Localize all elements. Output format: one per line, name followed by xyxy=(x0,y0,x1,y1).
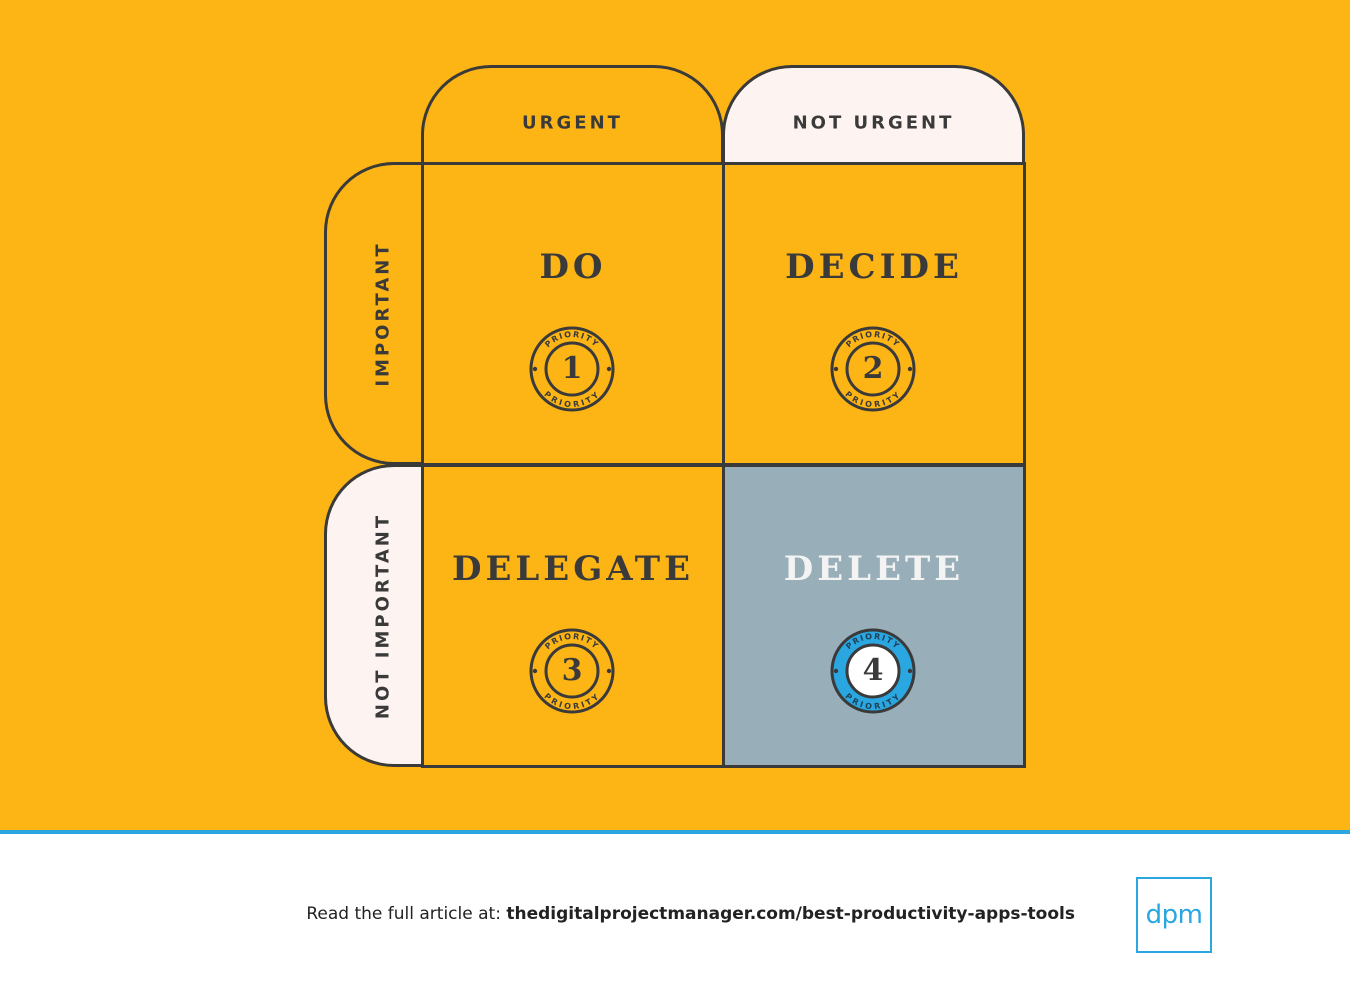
badge-inner-ring xyxy=(845,341,901,397)
badge-dot xyxy=(606,366,612,372)
badge-outer-ring xyxy=(529,628,615,714)
badge-number: 4 xyxy=(863,653,884,688)
badge-inner-ring xyxy=(544,341,600,397)
row-label: IMPORTANT xyxy=(372,240,394,387)
quadrant-title: DELETE xyxy=(783,549,965,589)
article-link[interactable]: thedigitalprojectmanager.com/best-produc… xyxy=(506,904,1075,924)
dpm-logo-text: dpm xyxy=(1145,900,1203,930)
badge-dot xyxy=(907,668,913,674)
badge-dot xyxy=(532,366,538,372)
badge-dot xyxy=(833,668,839,674)
footer-divider xyxy=(0,830,1350,834)
badge-dot xyxy=(833,366,839,372)
badge-dot xyxy=(532,668,538,674)
badge-outer-ring xyxy=(830,326,916,412)
dpm-logo[interactable]: dpm xyxy=(1136,877,1212,953)
column-header-urgent: URGENT xyxy=(421,65,724,165)
row-header-not-important: NOT IMPORTANT xyxy=(324,464,424,767)
column-label: NOT URGENT xyxy=(792,112,955,134)
badge-outer-ring xyxy=(529,326,615,412)
badge-dot xyxy=(907,366,913,372)
badge-inner-ring xyxy=(845,643,901,699)
diagram-canvas: URGENT NOT URGENT IMPORTANT NOT IMPORTAN… xyxy=(0,0,1350,830)
column-header-not-urgent: NOT URGENT xyxy=(722,65,1025,165)
row-label: NOT IMPORTANT xyxy=(372,512,394,719)
row-header-important: IMPORTANT xyxy=(324,162,424,465)
quadrant-title: DECIDE xyxy=(785,247,963,287)
badge-number: 3 xyxy=(562,653,583,688)
badge-dot xyxy=(606,668,612,674)
quadrant-title: DELEGATE xyxy=(452,549,694,589)
column-label: URGENT xyxy=(522,112,623,134)
quadrant-title: DO xyxy=(539,247,607,287)
badge-number: 1 xyxy=(562,351,583,386)
footer: Read the full article at: thedigitalproj… xyxy=(0,834,1350,1000)
badge-number: 2 xyxy=(863,351,884,386)
badge-inner-ring xyxy=(544,643,600,699)
article-link-prefix: Read the full article at: xyxy=(306,904,507,924)
